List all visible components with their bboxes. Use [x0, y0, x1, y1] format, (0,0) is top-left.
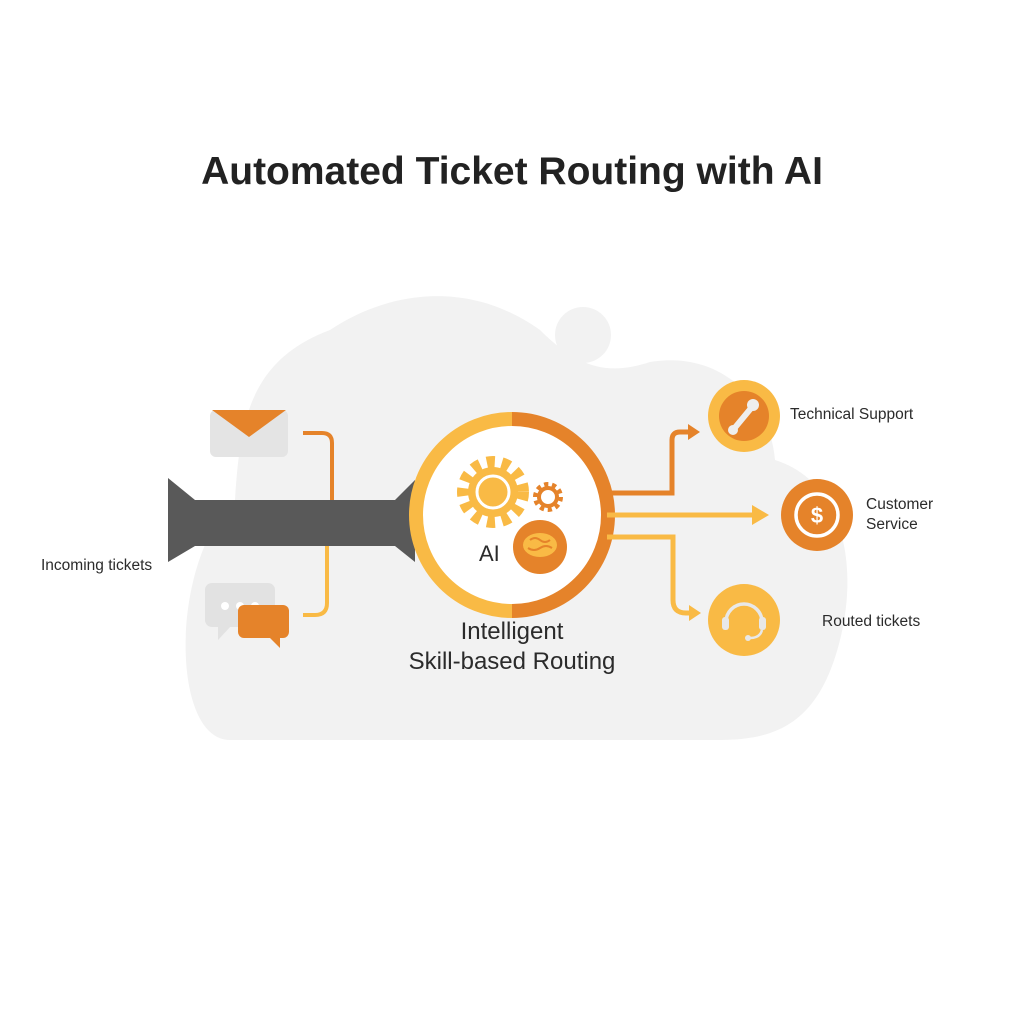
chat-icon	[205, 583, 289, 648]
arrow-technical-support	[607, 424, 700, 496]
funnel-pipe	[168, 478, 415, 562]
technical-support-label: Technical Support	[790, 406, 914, 423]
routed-tickets-label: Routed tickets	[822, 613, 921, 630]
arrow-customer-service	[607, 505, 769, 525]
dollar-icon: $	[781, 479, 853, 551]
email-connector	[303, 431, 334, 500]
ai-engine-circle	[409, 412, 615, 618]
wrench-icon	[708, 380, 780, 452]
chat-connector	[303, 546, 329, 617]
engine-label-line1: Intelligent	[460, 618, 564, 645]
arrow-routed-tickets	[607, 534, 701, 621]
email-icon	[210, 410, 288, 457]
page-title: Automated Ticket Routing with AI	[201, 150, 823, 193]
svg-text:$: $	[811, 503, 823, 528]
headset-icon	[708, 584, 780, 656]
customer-service-label-line1: Customer	[866, 496, 934, 513]
ai-badge-label: AI	[479, 541, 500, 566]
engine-label-line2: Skill-based Routing	[408, 648, 616, 675]
incoming-tickets-label: Incoming tickets	[41, 557, 153, 574]
brain-icon	[513, 520, 567, 574]
gear-icon	[457, 456, 563, 528]
customer-service-label-line2: Service	[866, 516, 918, 533]
